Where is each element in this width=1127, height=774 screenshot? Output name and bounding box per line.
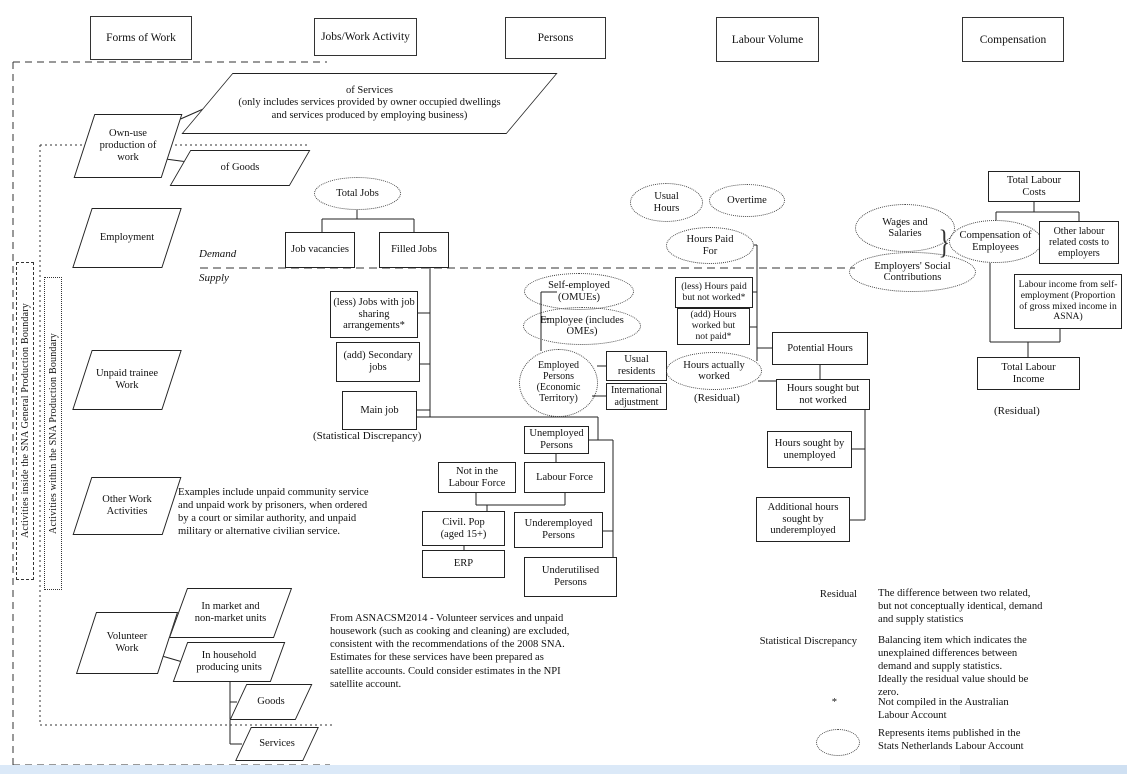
residual-label-compensation: (Residual) (994, 405, 1040, 417)
node-international-adjustment: International adjustment (606, 383, 667, 410)
node-total-labour-income: Total Labour Income (977, 357, 1080, 390)
node-in-household-units: In household producing units (172, 642, 286, 682)
legend-term-statistical-discrepancy: Statistical Discrepancy (759, 636, 857, 647)
node-employers-social-contributions: Employers' Social Contributions (849, 252, 976, 292)
brace-glyph: } (938, 224, 950, 261)
window-edge-strip-right (960, 765, 1127, 774)
node-hours-paid-for: Hours Paid For (666, 227, 754, 264)
node-hours-sought-not-worked: Hours sought but not worked (776, 379, 870, 410)
legend-desc-asterisk: Not compiled in the Australian Labour Ac… (878, 697, 1009, 721)
supply-label: Supply (199, 272, 229, 284)
legend-term-residual: Residual (819, 589, 857, 600)
node-volunteer-work: Volunteer Work (75, 612, 179, 674)
node-not-in-labour-force: Not in the Labour Force (438, 462, 516, 493)
node-employment: Employment (72, 208, 182, 268)
node-employed-persons: Employed Persons (Economic Territory) (519, 349, 598, 417)
node-overtime: Overtime (709, 184, 785, 217)
node-underemployed-persons: Underemployed Persons (514, 512, 603, 548)
node-underutilised-persons: Underutilised Persons (524, 557, 617, 597)
node-add-hours-worked: (add) Hours worked but not paid* (677, 308, 750, 345)
node-hours-sought-unemployed: Hours sought by unemployed (767, 431, 852, 468)
node-labour-income-self-employment: Labour income from self-employment (Prop… (1014, 274, 1122, 329)
node-in-market-units: In market and non-market units (168, 588, 293, 638)
node-main-job: Main job (342, 391, 417, 430)
node-employee: Employee (includes OMEs) (523, 307, 641, 345)
legend-term-asterisk: * (831, 697, 837, 708)
node-less-hours-paid: (less) Hours paid but not worked* (675, 277, 753, 308)
other-work-examples-note: Examples include unpaid community servic… (178, 487, 369, 538)
legend-desc-ellipse: Represents items published in the Stats … (878, 728, 1024, 752)
demand-label: Demand (199, 248, 237, 260)
statistical-discrepancy-label: (Statistical Discrepancy) (313, 430, 422, 442)
node-usual-residents: Usual residents (606, 351, 667, 381)
node-of-goods: of Goods (169, 150, 311, 186)
node-of-services: of Services (only includes services prov… (181, 73, 558, 134)
node-less-job-sharing: (less) Jobs with job sharing arrangement… (330, 291, 418, 338)
node-services: Services (235, 727, 319, 761)
node-usual-hours: Usual Hours (630, 183, 703, 222)
node-own-use-production: Own-use production of work (73, 114, 183, 178)
node-other-work-activities: Other Work Activities (72, 477, 182, 535)
node-job-vacancies: Job vacancies (285, 232, 355, 268)
node-erp: ERP (422, 550, 505, 578)
node-labour-force: Labour Force (524, 462, 605, 493)
header-forms-of-work: Forms of Work (90, 16, 192, 60)
node-hours-actually-worked: Hours actually worked (666, 352, 762, 390)
boundary-label-general: Activities inside the SNA General Produc… (16, 262, 34, 580)
node-additional-hours-underemployed: Additional hours sought by underemployed (756, 497, 850, 542)
node-civil-pop: Civil. Pop (aged 15+) (422, 511, 505, 546)
node-compensation-of-employees: Compensation of Employees (949, 220, 1042, 263)
node-goods: Goods (229, 684, 313, 720)
node-filled-jobs: Filled Jobs (379, 232, 449, 268)
header-compensation: Compensation (962, 17, 1064, 62)
legend-desc-statistical-discrepancy: Balancing item which indicates the unexp… (878, 635, 1029, 698)
header-labour-volume: Labour Volume (716, 17, 819, 62)
node-unpaid-trainee-work: Unpaid trainee Work (72, 350, 182, 410)
node-total-labour-costs: Total Labour Costs (988, 171, 1080, 202)
node-add-secondary-jobs: (add) Secondary jobs (336, 342, 420, 382)
header-jobs-work-activity: Jobs/Work Activity (314, 18, 417, 56)
header-persons: Persons (505, 17, 606, 59)
residual-label-volume: (Residual) (694, 392, 740, 404)
node-other-labour-costs: Other labour related costs to employers (1039, 221, 1119, 264)
boundary-label-sna: Activities within the SNA Production Bou… (44, 277, 62, 590)
node-unemployed-persons: Unemployed Persons (524, 426, 589, 454)
window-edge-strip-left (0, 765, 960, 774)
node-total-jobs: Total Jobs (314, 177, 401, 210)
legend-desc-residual: The difference between two related, but … (878, 588, 1043, 625)
asna-note: From ASNACSM2014 - Volunteer services an… (330, 613, 570, 690)
node-potential-hours: Potential Hours (772, 332, 868, 365)
node-self-employed: Self-employed (OMUEs) (524, 273, 634, 310)
legend-dotted-ellipse-symbol (816, 729, 860, 756)
